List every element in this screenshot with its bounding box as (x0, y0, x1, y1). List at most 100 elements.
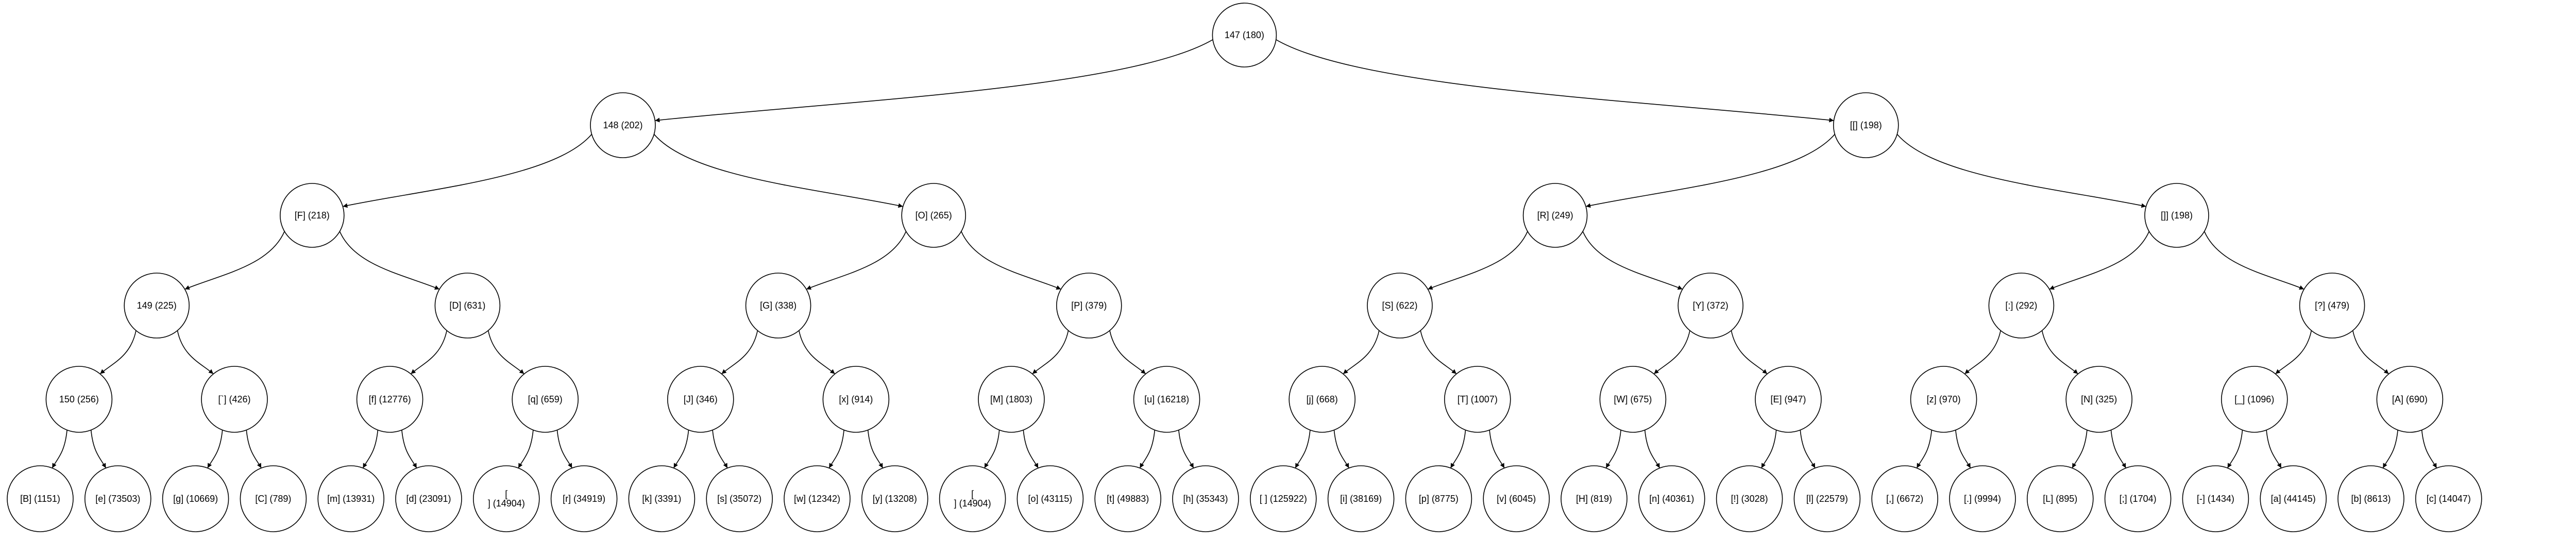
tree-node: []] (198) (2144, 183, 2209, 248)
edge-arrow (339, 231, 440, 290)
node-circle (317, 465, 385, 532)
nodes-layer: 147 (180)148 (202)[F] (218)149 (225)150 … (7, 3, 2482, 532)
node-label: 148 (202) (603, 120, 642, 130)
tree-leaf-node: [r] (34919) (550, 465, 618, 532)
node-circle (124, 273, 190, 339)
node-label: [c] (14047) (2427, 494, 2471, 504)
tree-leaf-node: [o] (43115) (1016, 465, 1084, 532)
edge-arrow (1032, 330, 1069, 375)
tree-node: [G] (338) (745, 273, 811, 339)
edge-arrow (1800, 430, 1816, 468)
node-label: [t] (49883) (1107, 494, 1149, 504)
node-label: [W] (675) (1614, 394, 1652, 404)
node-label: [r] (34919) (563, 494, 605, 504)
node-circle (822, 366, 890, 433)
node-label: [u] (16218) (1144, 394, 1189, 404)
node-circle (279, 183, 345, 248)
node-circle (1405, 465, 1472, 532)
node-label: [M] (1803) (990, 394, 1032, 404)
node-circle (1094, 465, 1161, 532)
node-circle (1677, 273, 1743, 339)
node-circle (745, 273, 811, 339)
node-label: 149 (225) (137, 300, 177, 311)
edge-arrow (806, 231, 907, 290)
tree-leaf-node: [g] (10669) (162, 465, 229, 532)
node-label: [S] (622) (1382, 300, 1417, 311)
node-label: [s] (35072) (717, 494, 761, 504)
tree-node: 148 (202) (590, 92, 656, 158)
node-circle (2104, 465, 2172, 532)
tree-leaf-node: [n] (40361) (1638, 465, 1705, 532)
edge-arrow (1343, 330, 1380, 375)
edge-arrow (1420, 330, 1457, 375)
node-circle (1716, 465, 1783, 532)
node-label: [] (14904) (488, 489, 525, 509)
tree-node: [D] (631) (434, 273, 501, 339)
node-label: [e] (73503) (95, 494, 140, 504)
edge-arrow (1428, 231, 1528, 290)
edge-arrow (1585, 134, 1835, 208)
edge-arrow (1333, 430, 1350, 468)
node-label: [;] (1704) (2120, 494, 2157, 504)
node-circle (628, 465, 696, 532)
node-label: [z] (970) (1927, 394, 1961, 404)
tree-node: [N] (325) (2065, 366, 2132, 433)
edge-arrow (1139, 430, 1156, 468)
tree-node: 150 (256) (45, 366, 113, 433)
node-circle (550, 465, 618, 532)
tree-leaf-node: [l] (22579) (1793, 465, 1861, 532)
node-label: [`] (426) (218, 394, 250, 404)
node-circle (240, 465, 307, 532)
node-label: [x] (914) (839, 394, 873, 404)
tree-node: [J] (346) (667, 366, 734, 433)
edge-arrow (1955, 430, 1971, 468)
edge-arrow (655, 39, 1213, 123)
node-circle (1212, 3, 1277, 67)
edge-arrow (1761, 430, 1777, 468)
edge-arrow (207, 430, 223, 468)
tree-leaf-node: [c] (14047) (2415, 465, 2482, 532)
edge-arrow (2227, 430, 2243, 468)
node-circle (2260, 465, 2327, 532)
tree-node: 149 (225) (124, 273, 190, 339)
edge-arrow (184, 231, 285, 290)
node-label: [J] (346) (684, 394, 718, 404)
edge-arrow (653, 134, 903, 208)
node-label: []] (198) (2161, 210, 2193, 221)
tree-leaf-node: [d] (23091) (395, 465, 462, 532)
edge-arrow (961, 231, 1061, 290)
edge-arrow (2275, 330, 2312, 375)
edge-arrow (487, 330, 524, 375)
node-circle (1250, 465, 1317, 532)
tree-node: [f] (12776) (356, 366, 423, 433)
edge-arrow (2072, 430, 2088, 468)
node-circle (1793, 465, 1861, 532)
node-circle (434, 273, 501, 339)
node-label: [_] (1096) (2234, 394, 2274, 405)
node-circle (1638, 465, 1705, 532)
tree-node: [O] (265) (901, 183, 966, 248)
tree-node: [?] (479) (2299, 273, 2365, 339)
node-label: 150 (256) (59, 394, 99, 404)
node-label: [ ] (125922) (1260, 494, 1307, 504)
node-label: [[] (198) (1850, 120, 1882, 130)
node-label: [O] (265) (916, 210, 952, 221)
node-circle (861, 465, 928, 532)
edge-arrow (867, 430, 884, 468)
node-circle (1599, 366, 1667, 433)
node-circle (7, 465, 74, 532)
node-circle (1056, 273, 1122, 339)
tree-node: [q] (659) (512, 366, 579, 433)
node-label: [p] (8775) (1419, 494, 1459, 504)
tree-node: [u] (16218) (1133, 366, 1200, 433)
tree-node: [_] (1096) (2221, 366, 2288, 433)
edge-arrow (1582, 231, 1683, 290)
node-circle (2221, 366, 2288, 433)
node-circle (1561, 465, 1628, 532)
edge-arrow (1178, 430, 1194, 468)
tree-leaf-node: [t] (49883) (1094, 465, 1161, 532)
node-label: [D] (631) (449, 300, 485, 311)
node-label: [L] (895) (2043, 494, 2077, 504)
edge-arrow (2041, 330, 2078, 375)
node-circle (1133, 366, 1200, 433)
